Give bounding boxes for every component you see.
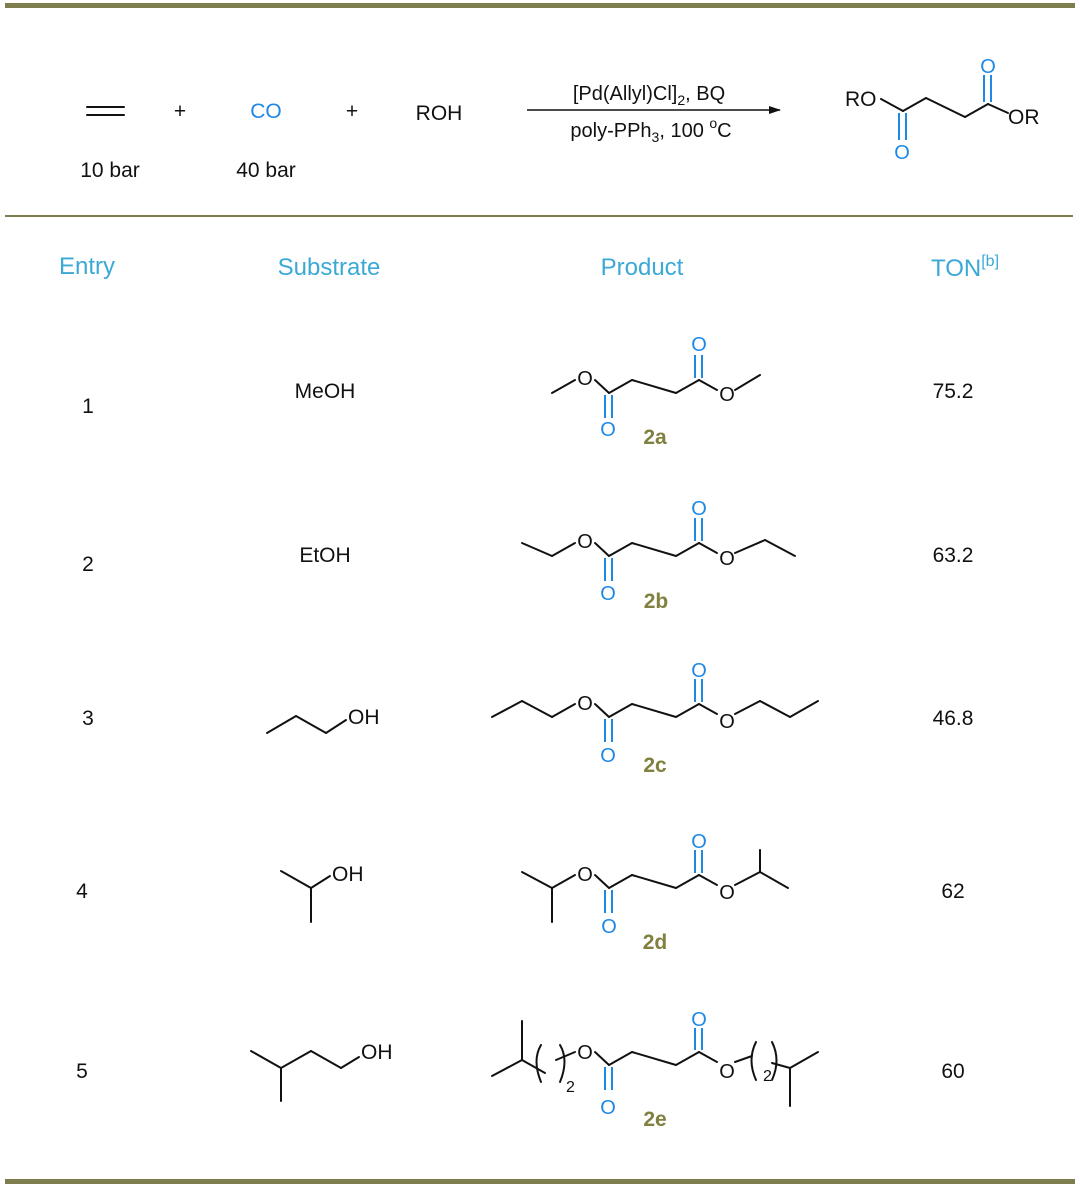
carbonyl-oxygen: O: [691, 831, 707, 853]
table-row-5: 5 OH: [76, 1009, 965, 1131]
ton-value: 46.8: [933, 707, 974, 730]
table-row-1: 1 MeOH O O O O 2a 75.2: [82, 334, 973, 449]
substrate-label: OH: [332, 863, 364, 886]
carbonyl-oxygen: O: [691, 498, 707, 520]
product-carbonyl-o-2: O: [980, 56, 996, 78]
bottom-rule: [5, 1179, 1075, 1184]
reaction-conditions: [Pd(Allyl)Cl]2, BQ poly-PPh3, 100 oC: [527, 83, 781, 145]
entry-number: 5: [76, 1060, 88, 1083]
carbonyl-oxygen: O: [691, 334, 707, 356]
compound-label: 2d: [643, 931, 668, 954]
ethylene-pressure: 10 bar: [80, 159, 140, 182]
product-carbonyl-o-1: O: [894, 142, 910, 164]
oxygen-atom: O: [719, 548, 735, 570]
entry-number: 4: [76, 880, 88, 903]
oxygen-atom: O: [719, 882, 735, 904]
oxygen-atom: O: [577, 864, 593, 886]
table-row-2: 2 EtOH O O O O 2b 63.2: [82, 498, 973, 613]
carbonyl-oxygen: O: [600, 745, 616, 767]
carbonyl-oxygen: O: [601, 916, 617, 938]
substrate-structure-isoamyl-alcohol: [250, 1050, 360, 1102]
product-structure-2c: O O O O: [491, 660, 819, 767]
carbonyl-oxygen: O: [600, 583, 616, 605]
roh-label: ROH: [416, 102, 463, 125]
subscript-two: 2: [566, 1079, 575, 1096]
header-substrate: Substrate: [278, 254, 381, 281]
compound-label: 2e: [643, 1108, 666, 1131]
substrate-label: MeOH: [295, 380, 356, 403]
header-entry: Entry: [59, 253, 115, 280]
compound-label: 2b: [644, 590, 669, 613]
substrate-structure-propanol: [266, 715, 347, 734]
co-pressure: 40 bar: [236, 159, 296, 182]
header-product: Product: [601, 254, 684, 281]
carbonyl-oxygen: O: [600, 419, 616, 441]
ton-value: 62: [941, 880, 964, 903]
oxygen-atom: O: [719, 1061, 735, 1083]
ton-value: 63.2: [933, 544, 974, 567]
substrate-label: OH: [361, 1041, 393, 1064]
compound-label: 2c: [643, 754, 667, 777]
entry-number: 1: [82, 395, 94, 418]
table-row-4: 4 OH O O O O 2d 62: [76, 831, 965, 954]
plus-sign-1: +: [174, 100, 186, 123]
product-structure-2a: O O O O: [551, 334, 761, 441]
plus-sign-2: +: [346, 100, 358, 123]
ton-value: 60: [941, 1060, 964, 1083]
carbonyl-oxygen: O: [691, 1009, 707, 1031]
product-structure-2b: O O O O: [521, 498, 796, 605]
substrate-label: EtOH: [299, 544, 350, 567]
product-ro: RO: [845, 88, 877, 111]
table-row-3: 3 OH O O O O 2c 46: [82, 660, 973, 777]
carbonyl-oxygen: O: [600, 1097, 616, 1119]
middle-rule: [5, 215, 1073, 217]
subscript-two: 2: [763, 1068, 772, 1085]
product-structure-2e: 2 2 O O O O: [491, 1009, 819, 1119]
top-rule: [5, 3, 1075, 8]
entry-number: 2: [82, 553, 94, 576]
oxygen-atom: O: [577, 531, 593, 553]
ethylene-structure: [86, 106, 125, 116]
entry-number: 3: [82, 707, 94, 730]
compound-label: 2a: [643, 426, 667, 449]
oxygen-atom: O: [577, 1042, 593, 1064]
product-or: OR: [1008, 106, 1040, 129]
header-ton: TON[b]: [931, 253, 999, 282]
oxygen-atom: O: [719, 384, 735, 406]
conditions-bottom: poly-PPh3, 100 oC: [570, 115, 731, 145]
ton-value: 75.2: [933, 380, 974, 403]
general-product-structure: RO O O OR: [845, 56, 1040, 164]
oxygen-atom: O: [577, 693, 593, 715]
substrate-label: OH: [348, 706, 380, 729]
conditions-top: [Pd(Allyl)Cl]2, BQ: [573, 83, 725, 108]
oxygen-atom: O: [719, 711, 735, 733]
oxygen-atom: O: [577, 368, 593, 390]
co-label: CO: [250, 100, 282, 123]
product-structure-2d: O O O O: [521, 831, 789, 938]
carbonyl-oxygen: O: [691, 660, 707, 682]
substrate-structure-isopropanol: [280, 870, 331, 923]
